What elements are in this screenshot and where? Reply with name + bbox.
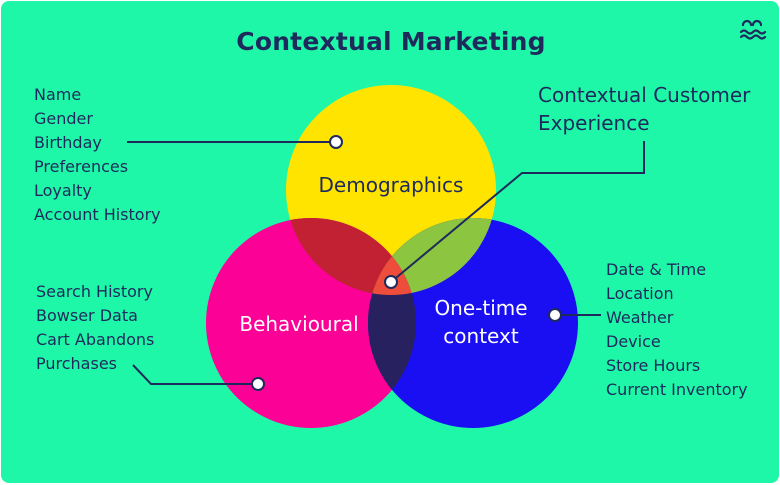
list-item: Bowser Data xyxy=(36,306,138,325)
one-time-context-list: Date & Time Location Weather Device Stor… xyxy=(606,258,748,402)
ccx-label-line: Experience xyxy=(538,111,650,135)
list-item: Birthday xyxy=(34,133,102,152)
list-item: Weather xyxy=(606,308,674,327)
list-item: Account History xyxy=(34,205,161,224)
wave-logo-icon xyxy=(739,19,767,40)
demographics-marker xyxy=(329,135,343,149)
demographics-behavioural-overlap xyxy=(286,218,416,295)
diagram-title: Contextual Marketing xyxy=(236,27,546,56)
behavioural-list: Search History Bowser Data Cart Abandons… xyxy=(36,280,154,376)
center-connector xyxy=(390,141,645,283)
one-time-context-label-line: context xyxy=(443,324,519,348)
list-item: Cart Abandons xyxy=(36,330,155,349)
context-marker xyxy=(548,308,562,322)
contextual-customer-experience-label: Contextual Customer Experience xyxy=(538,81,750,137)
list-item: Name xyxy=(34,85,82,104)
center-marker xyxy=(384,275,398,289)
list-item: Search History xyxy=(36,282,153,301)
list-item: Date & Time xyxy=(606,260,707,279)
list-item: Store Hours xyxy=(606,356,701,375)
behavioural-label: Behavioural xyxy=(239,312,359,336)
behavioural-connector xyxy=(132,364,258,385)
one-time-context-label-line: One-time xyxy=(434,296,528,320)
list-item: Device xyxy=(606,332,661,351)
demographics-list: Name Gender Birthday Preferences Loyalty… xyxy=(34,83,161,227)
list-item: Loyalty xyxy=(34,181,92,200)
demographics-context-overlap xyxy=(368,218,496,295)
ccx-label-line: Contextual Customer xyxy=(538,83,751,107)
behavioural-marker xyxy=(251,377,265,391)
demographics-label: Demographics xyxy=(318,173,464,197)
one-time-context-label: One-time context xyxy=(401,294,561,350)
list-item: Preferences xyxy=(34,157,129,176)
list-item: Gender xyxy=(34,109,93,128)
list-item: Location xyxy=(606,284,674,303)
list-item: Purchases xyxy=(36,354,117,373)
list-item: Current Inventory xyxy=(606,380,748,399)
